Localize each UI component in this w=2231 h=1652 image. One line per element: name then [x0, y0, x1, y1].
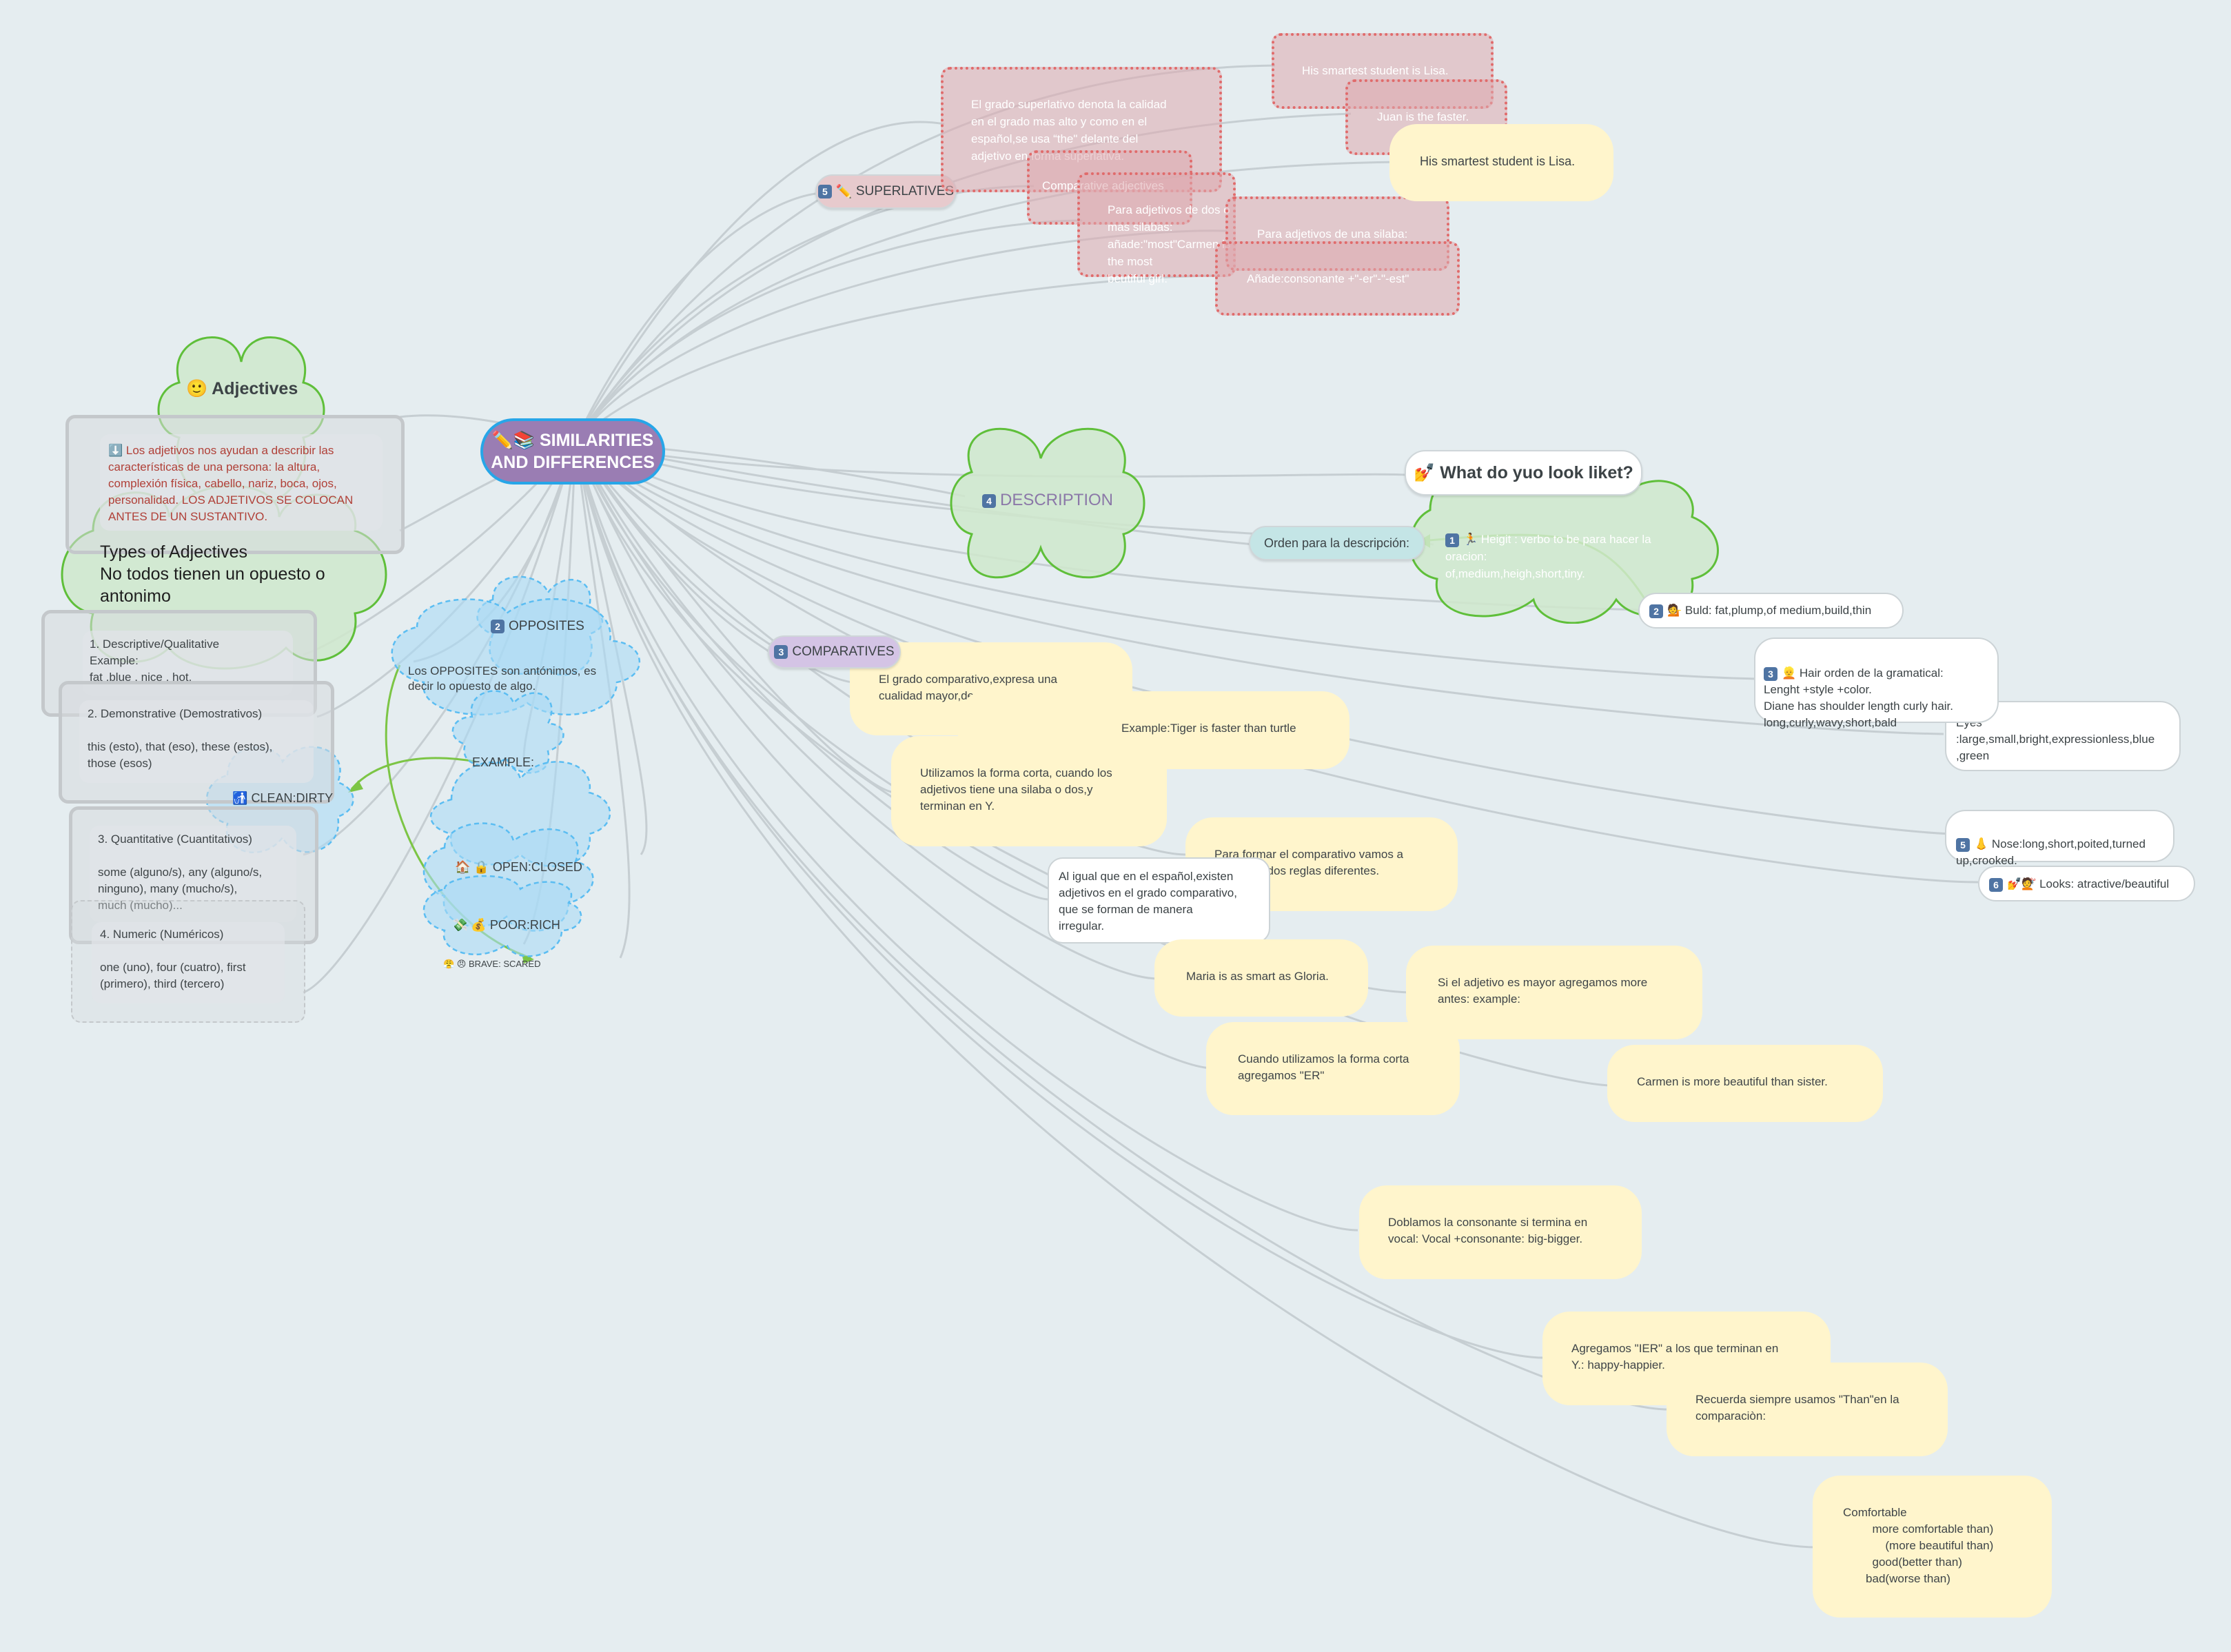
number-5-icon: 5 [817, 185, 832, 198]
types-of-adjectives-title[interactable]: Types of Adjectives No todos tienen un o… [100, 542, 325, 606]
number-3-icon: 3 [1764, 666, 1777, 681]
opposite-clean-dirty[interactable]: 🚮 CLEAN:DIRTY [232, 791, 334, 805]
short-form-note[interactable]: Utilizamos la forma corta, cuando los ad… [891, 736, 1167, 846]
irregular-note[interactable]: Al igual que en el español,existen adjet… [1048, 857, 1270, 944]
carmen-beautiful-note[interactable]: Carmen is more beautiful than sister. [1607, 1045, 1883, 1122]
type-demonstrative[interactable]: 2. Demonstrative (Demostrativos) this (e… [79, 700, 314, 783]
opposite-poor-rich[interactable]: 💸 💰 POOR:RICH [452, 918, 560, 932]
number-2-icon: 2 [1649, 604, 1663, 618]
description-item-build[interactable]: 2💁 Buld: fat,plump,of medium,build,thin [1638, 593, 1904, 629]
order-description-topic[interactable]: Orden para la descripción: [1249, 526, 1425, 560]
house-lock-icon: 🏠 🔒 [455, 860, 489, 874]
number-1-icon: 1 [1445, 533, 1459, 547]
nose-icon: 👃 [1974, 837, 1989, 850]
smartest-student-note-red[interactable]: His smartest student is Lisa. [1272, 33, 1494, 109]
money-icon: 💸 💰 [452, 918, 487, 932]
description-cloud [950, 427, 1145, 579]
description-item-height[interactable]: 1🏃 Heigit : verbo to be para hacer la or… [1445, 533, 1651, 580]
double-consonant-note[interactable]: Doblamos la consonante si termina en voc… [1359, 1185, 1642, 1279]
smiley-icon: 🙂 [186, 379, 208, 398]
central-topic-label: ✏️📚 SIMILARITIES AND DIFFERENCES [491, 431, 655, 472]
adjectives-topic[interactable]: 🙂 Adjectives [186, 379, 298, 398]
irregular-examples-note[interactable]: Comfortable more comfortable than) (more… [1813, 1476, 2052, 1618]
person-tipping-hand-icon: 💁 [1667, 604, 1682, 617]
number-6-icon: 6 [1989, 877, 2003, 892]
superlatives-topic[interactable]: 5✏️ SUPERLATIVES [815, 174, 957, 209]
smartest-student-note[interactable]: His smartest student is Lisa. [1389, 124, 1613, 201]
number-2-icon: 2 [491, 619, 505, 633]
add-consonant-note[interactable]: Añade:consonante +"-er"-"-est" [1215, 241, 1460, 316]
opposites-definition[interactable]: Los OPPOSITES son antónimos, es decir lo… [408, 664, 597, 693]
example-label[interactable]: EXAMPLE: [472, 755, 535, 769]
maria-smart-note[interactable]: Maria is as smart as Gloria. [1154, 939, 1368, 1017]
number-5-icon: 5 [1956, 837, 1970, 852]
trash-icon: 🚮 [232, 791, 248, 805]
blond-person-icon: 👱 [1782, 666, 1797, 680]
nail-polish-icon: 💅 [1414, 462, 1436, 482]
description-item-looks[interactable]: 6💅💇 Looks: atractive/beautiful [1978, 866, 2195, 901]
opposite-open-closed[interactable]: 🏠 🔒 OPEN:CLOSED [455, 860, 582, 874]
runner-icon: 🏃 [1463, 533, 1478, 546]
number-3-icon: 3 [774, 645, 788, 659]
two-syllables-note[interactable]: Para adjetivos de dos o mas silabas: aña… [1077, 172, 1236, 285]
nail-polish-haircut-icon: 💅💇 [2007, 877, 2037, 890]
type-quantitative[interactable]: 3. Quantitative (Cuantitativos) some (al… [90, 826, 296, 922]
opposites-clouds [391, 575, 641, 957]
opposite-brave-scared[interactable]: 😤 😠 BRAVE: SCARED [443, 959, 541, 969]
what-do-you-look-like-topic[interactable]: 💅 What do yuo look liket? [1405, 450, 1642, 496]
central-topic[interactable]: ✏️📚 SIMILARITIES AND DIFFERENCES [480, 418, 665, 485]
pencil-icon: ✏️ [835, 185, 853, 199]
angry-faces-icon: 😤 😠 [443, 959, 467, 969]
add-er-note[interactable]: Cuando utilizamos la forma corta agregam… [1206, 1022, 1460, 1115]
adjectives-definition[interactable]: ⬇️ Los adjetivos nos ayudan a describir … [100, 434, 383, 531]
number-4-icon: 4 [982, 493, 996, 508]
type-numeric[interactable]: 4. Numeric (Numéricos) one (uno), four (… [92, 922, 285, 1003]
more-before-note[interactable]: Si el adjetivo es mayor agregamos more a… [1406, 946, 1702, 1039]
description-item-nose[interactable]: 5👃 Nose:long,short,poited,turned up,croo… [1945, 810, 2174, 867]
than-note[interactable]: Recuerda siempre usamos "Than"en la comp… [1667, 1363, 1948, 1456]
pencil-books-icon: ✏️📚 [491, 431, 535, 450]
description-item-hair[interactable]: 3👱 Hair orden de la gramatical: Lenght +… [1754, 638, 1999, 729]
